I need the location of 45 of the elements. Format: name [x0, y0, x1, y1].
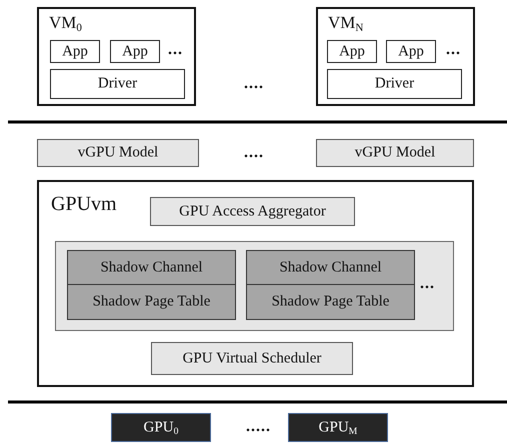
shadow-panel: [55, 241, 454, 331]
box-label: Shadow Channel: [279, 260, 382, 275]
box-label: GPU$_{M}$: [318, 420, 358, 435]
box-label: Shadow Channel: [100, 260, 203, 275]
box-title: VM$_{N}$: [328, 14, 364, 31]
module-box: [150, 197, 355, 226]
ellipsis: ...: [420, 276, 435, 292]
box-label: Driver: [98, 76, 138, 92]
module-box: [151, 342, 353, 375]
component-box: [50, 40, 100, 63]
component-box: [50, 69, 185, 99]
box-label: App: [62, 44, 88, 59]
box-label: App: [339, 44, 365, 59]
gpu-box: [288, 413, 388, 442]
box-label: GPU$_{0}$: [144, 420, 178, 435]
box-title: VM$_{0}$: [49, 14, 82, 31]
box-title: GPUvm: [51, 194, 117, 214]
shadow-box: [67, 284, 236, 320]
box-label: vGPU Model: [78, 146, 158, 160]
hypervisor-box: [37, 180, 474, 387]
ellipsis: ....: [244, 76, 264, 92]
component-box: [327, 69, 462, 99]
ellipsis: ....: [244, 145, 264, 161]
gpu-box: [111, 413, 211, 442]
ellipsis: ...: [168, 42, 183, 58]
component-box: [327, 40, 377, 63]
shadow-box: [67, 250, 236, 285]
shadow-box: [246, 284, 415, 320]
box-label: GPU Virtual Scheduler: [182, 351, 322, 366]
component-box: [386, 40, 436, 63]
ellipsis: .....: [246, 419, 271, 435]
module-box: [316, 139, 474, 167]
component-box: [110, 40, 160, 63]
box-label: App: [398, 44, 424, 59]
box-label: GPU Access Aggregator: [179, 204, 326, 219]
shadow-box: [246, 250, 415, 285]
ellipsis: ...: [446, 42, 461, 58]
box-label: Shadow Page Table: [92, 294, 210, 310]
box-label: Driver: [374, 76, 414, 92]
vm-box: [37, 7, 196, 106]
box-label: App: [122, 44, 148, 59]
box-label: vGPU Model: [354, 146, 436, 160]
vm-box: [316, 7, 475, 106]
module-box: [37, 139, 199, 167]
box-label: Shadow Page Table: [272, 294, 390, 310]
